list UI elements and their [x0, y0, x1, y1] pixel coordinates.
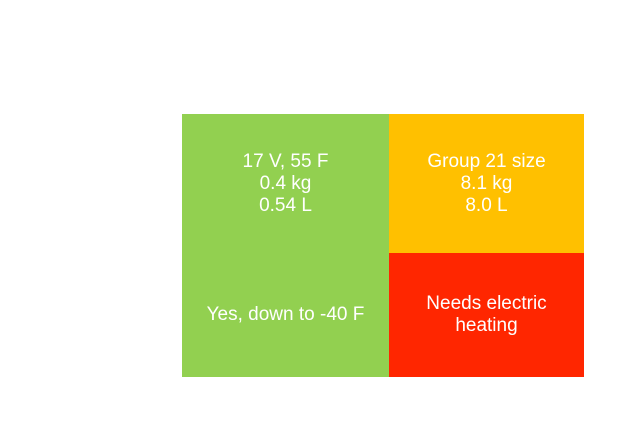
cell-text-line: 17 V, 55 F [242, 150, 329, 172]
comparison-table: 17 V, 55 F 0.4 kg 0.54 L Group 21 size 8… [182, 114, 584, 377]
cell-text-line: 8.0 L [465, 194, 508, 216]
table-cell-bottom-left: Yes, down to -40 F [182, 253, 389, 377]
cell-text-line: Yes, down to -40 F [206, 304, 365, 325]
table-cell-top-right: Group 21 size 8.1 kg 8.0 L [389, 114, 584, 253]
cell-text-line: 0.4 kg [259, 172, 312, 194]
cell-text-line: 0.54 L [259, 194, 312, 216]
cell-text-line: Group 21 size [427, 150, 546, 172]
table-cell-top-left: 17 V, 55 F 0.4 kg 0.54 L [182, 114, 389, 253]
cell-text-line: Needs electric heating [426, 293, 547, 336]
table-cell-bottom-right: Needs electric heating [389, 253, 584, 377]
cell-text-line: 8.1 kg [460, 172, 513, 194]
